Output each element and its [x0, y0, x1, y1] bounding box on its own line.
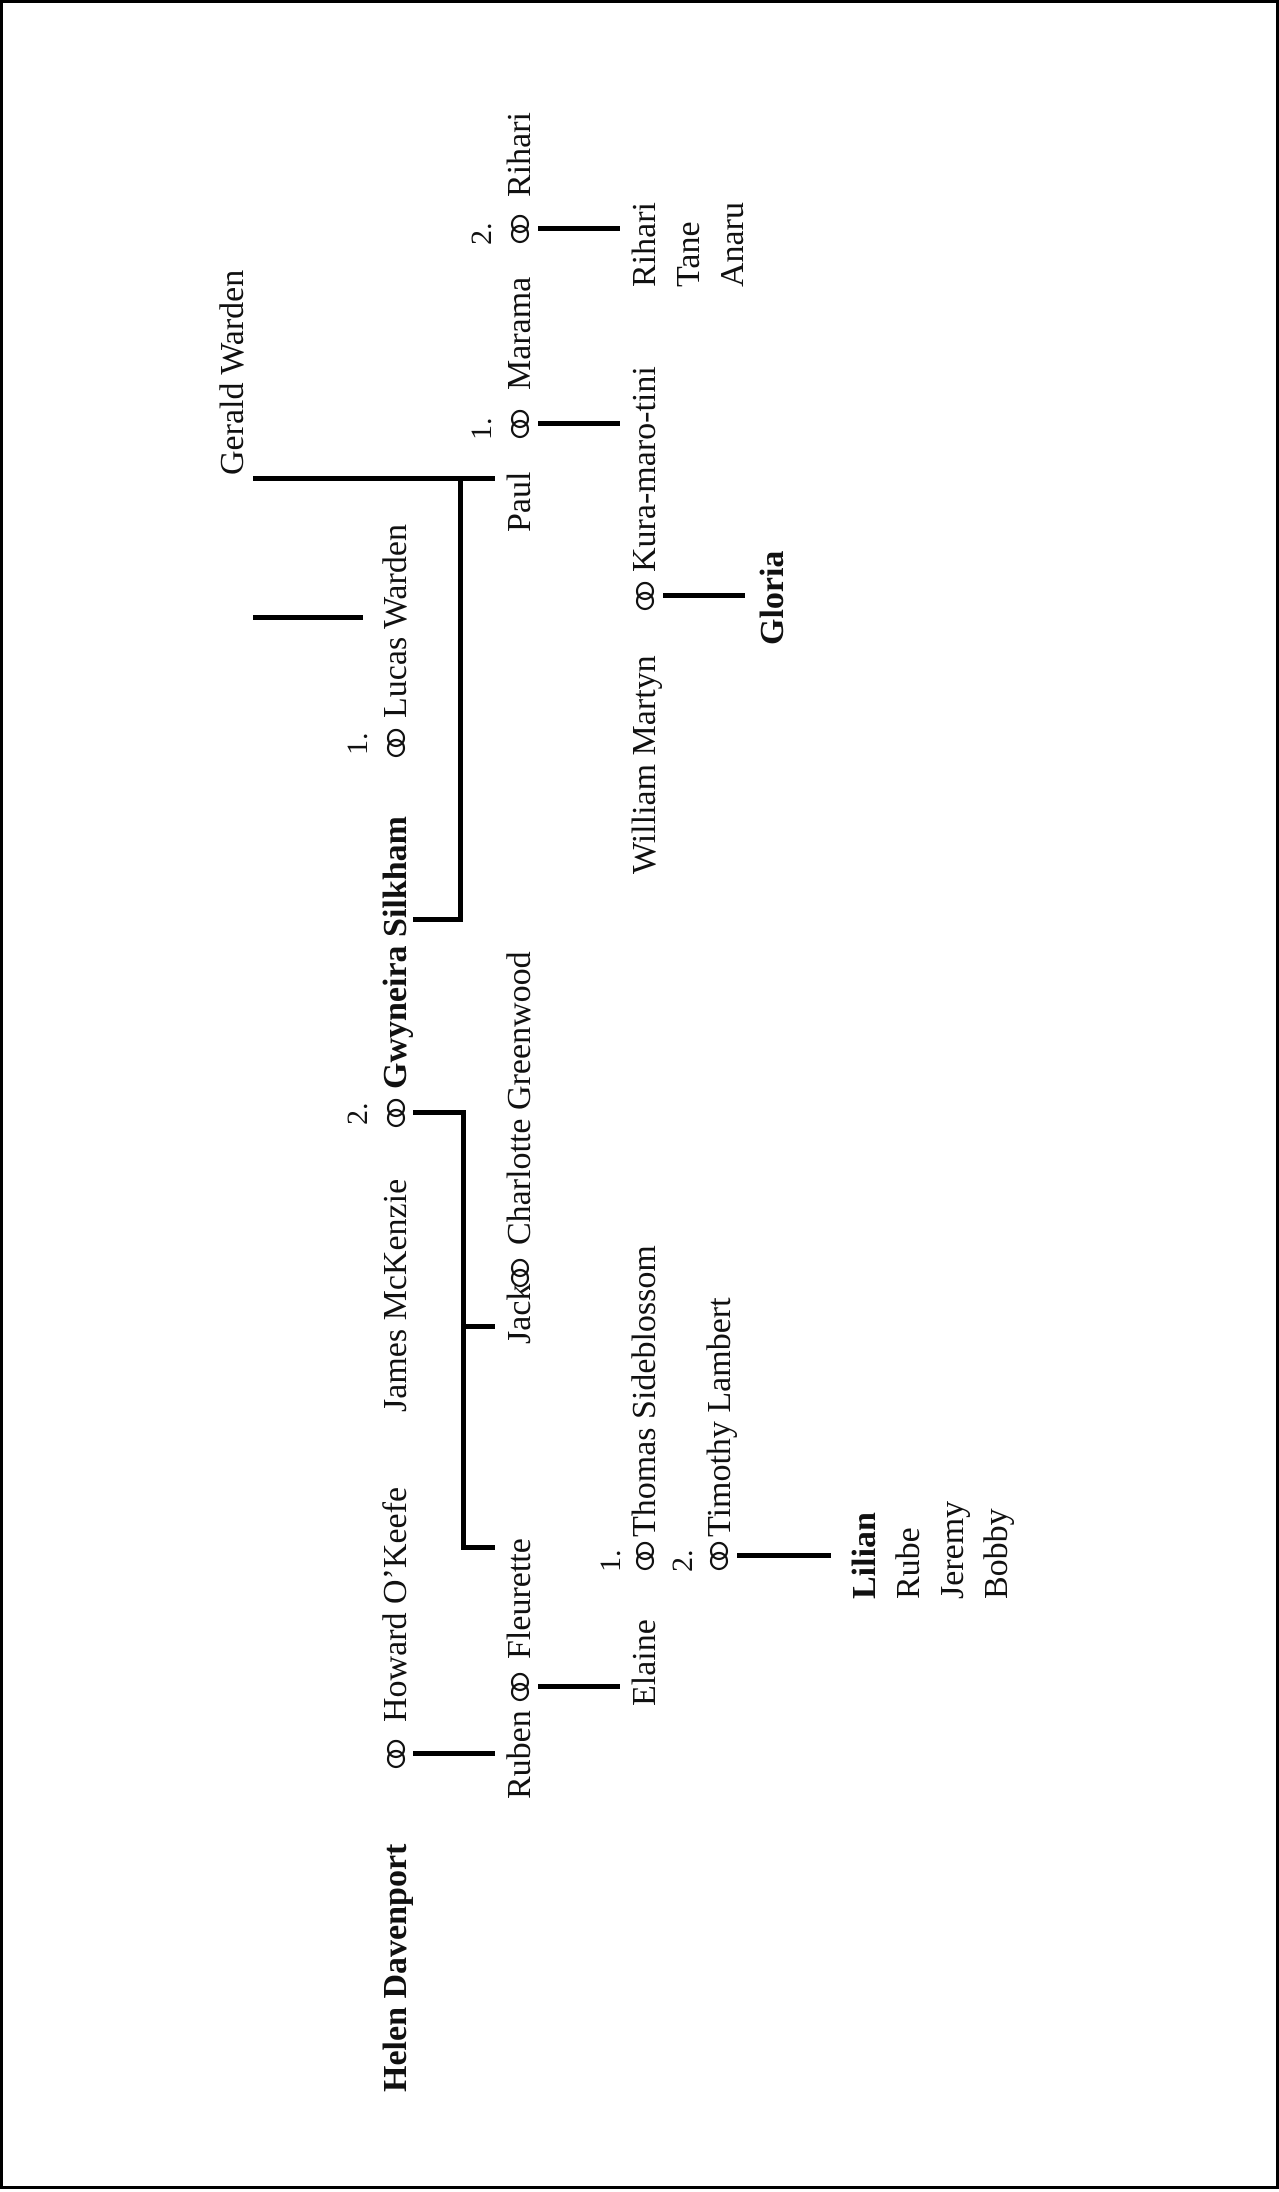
person-charlotte-greenwood: Charlotte Greenwood — [501, 951, 538, 1245]
person-paul: Paul — [501, 471, 538, 532]
interlocking-rings-icon — [510, 409, 530, 439]
person-gloria: Gloria — [754, 550, 791, 645]
person-rihari-child: Rihari — [626, 202, 663, 287]
interlocking-rings-icon — [709, 1541, 729, 1571]
person-thomas-sideblossom: Thomas Sideblossom — [626, 1245, 663, 1537]
descent-line — [461, 1545, 495, 1550]
marriage-number-paul-marama: 1. — [465, 417, 498, 441]
person-timothy-lambert: Timothy Lambert — [701, 1297, 738, 1537]
person-howard-okeefe: Howard O’Keefe — [377, 1486, 414, 1722]
interlocking-rings-icon — [510, 1258, 530, 1288]
person-tane: Tane — [670, 221, 707, 287]
interlocking-rings-icon — [510, 1672, 530, 1702]
descent-line — [253, 476, 495, 481]
descent-line — [413, 917, 463, 922]
marriage-number-marama-rihari: 2. — [465, 222, 498, 246]
person-anaru: Anaru — [714, 202, 751, 287]
person-fleurette: Fleurette — [501, 1538, 538, 1659]
marriage-number-gwyneira-james: 2. — [341, 1102, 374, 1126]
descent-line — [413, 1751, 495, 1756]
person-bobby: Bobby — [978, 1508, 1015, 1599]
descent-line — [663, 593, 745, 598]
person-kura-maro-tini: Kura-maro-tini — [626, 366, 663, 572]
person-james-mckenzie: James McKenzie — [377, 1178, 414, 1412]
person-rihari-parent: Rihari — [501, 112, 538, 197]
descent-line — [538, 1684, 620, 1689]
person-gwyneira-silkham: Gwyneira Silkham — [377, 816, 414, 1089]
person-marama: Marama — [501, 276, 538, 390]
person-elaine: Elaine — [626, 1619, 663, 1706]
person-helen-davenport: Helen Davenport — [377, 1843, 414, 2092]
family-tree: Gerald Warden Helen Davenport Howard O’K… — [3, 3, 1279, 2192]
interlocking-rings-icon — [386, 1098, 406, 1128]
person-lucas-warden: Lucas Warden — [377, 524, 414, 718]
marriage-number-elaine-timothy: 2. — [666, 1549, 699, 1573]
person-jeremy: Jeremy — [934, 1500, 971, 1599]
descent-line — [461, 1324, 495, 1329]
descent-line — [538, 226, 620, 231]
sibling-bar — [461, 1110, 466, 1550]
person-jack: Jack — [501, 1283, 538, 1344]
descent-line — [538, 421, 620, 426]
person-william-martyn: William Martyn — [626, 655, 663, 874]
person-lilian: Lilian — [846, 1512, 883, 1599]
sibling-bar — [458, 476, 463, 922]
interlocking-rings-icon — [635, 581, 655, 611]
interlocking-rings-icon — [386, 1739, 406, 1769]
interlocking-rings-icon — [635, 1541, 655, 1571]
descent-line — [413, 1110, 463, 1115]
interlocking-rings-icon — [386, 728, 406, 758]
marriage-number-elaine-thomas: 1. — [594, 1549, 627, 1573]
descent-line — [253, 615, 363, 620]
descent-line — [737, 1553, 831, 1558]
person-rube: Rube — [890, 1527, 927, 1599]
interlocking-rings-icon — [510, 214, 530, 244]
person-ruben: Ruben — [501, 1710, 538, 1799]
person-gerald-warden: Gerald Warden — [214, 269, 251, 475]
marriage-number-gwyneira-lucas: 1. — [341, 732, 374, 756]
